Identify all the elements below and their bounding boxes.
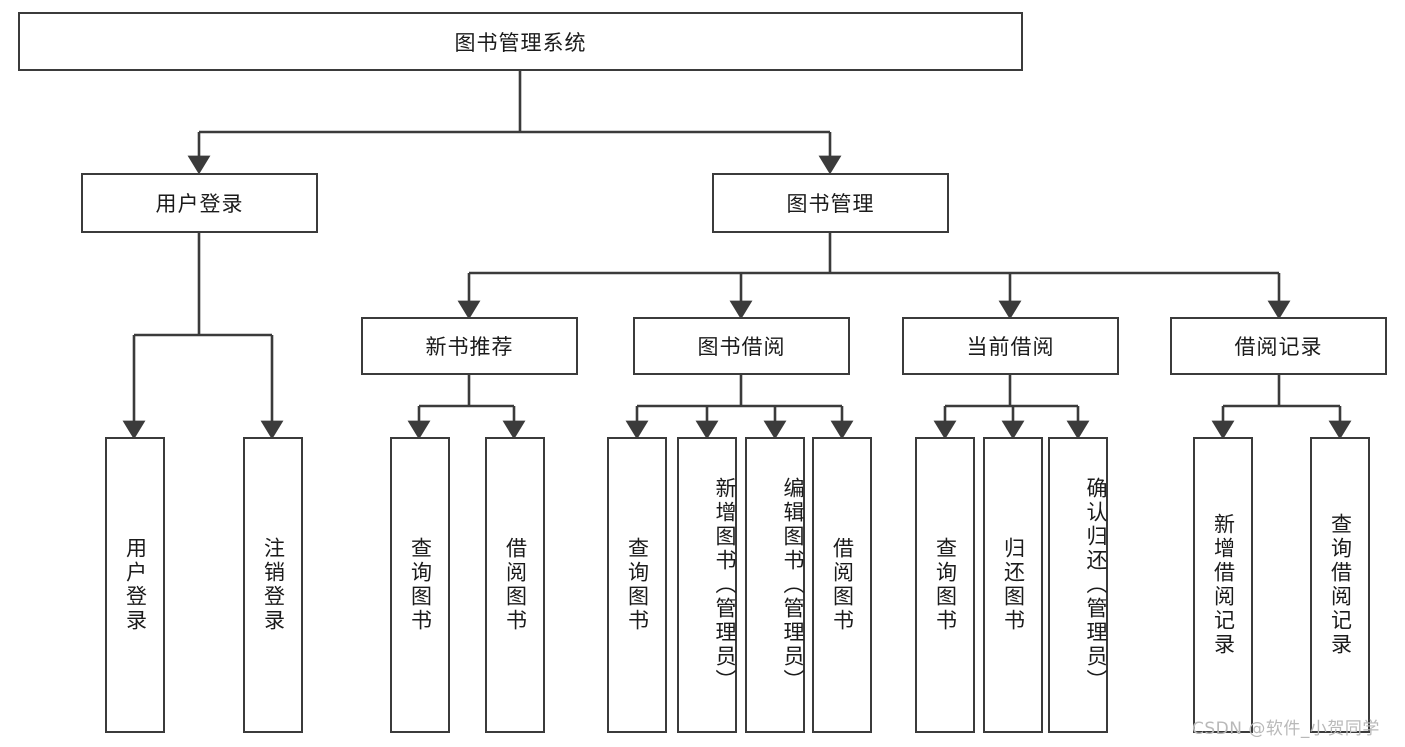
node-current-borrow[interactable]: 当前借阅 xyxy=(902,317,1119,375)
leaf-record-add-borrow-record[interactable]: 新增借阅记录 xyxy=(1193,437,1253,733)
leaf-current-return-book[interactable]: 归还图书 xyxy=(983,437,1043,733)
node-label: 查询借阅记录 xyxy=(1328,513,1353,657)
node-label: 注销登录 xyxy=(261,537,286,633)
node-book-borrow[interactable]: 图书借阅 xyxy=(633,317,850,375)
leaf-newbook-query-book[interactable]: 查询图书 xyxy=(390,437,450,733)
node-label: 借阅图书 xyxy=(503,537,528,633)
leaf-borrow-edit-book-admin[interactable]: 编辑图书（管理员） xyxy=(745,437,805,733)
node-new-book-recommend[interactable]: 新书推荐 xyxy=(361,317,578,375)
node-label: 查询图书 xyxy=(933,537,958,633)
node-label: 借阅记录 xyxy=(1234,335,1323,359)
leaf-record-query-borrow-record[interactable]: 查询借阅记录 xyxy=(1310,437,1370,733)
leaf-user-login[interactable]: 用户登录 xyxy=(105,437,165,733)
leaf-borrow-lend-book[interactable]: 借阅图书 xyxy=(812,437,872,733)
csdn-watermark: CSDN @软件_小贺同学 xyxy=(1192,719,1380,739)
node-label: 新书推荐 xyxy=(425,335,514,359)
node-label: 图书借阅 xyxy=(697,335,786,359)
node-label: 编辑图书（管理员） xyxy=(781,477,805,693)
leaf-user-logout[interactable]: 注销登录 xyxy=(243,437,303,733)
node-book-management[interactable]: 图书管理 xyxy=(712,173,949,233)
node-borrow-record[interactable]: 借阅记录 xyxy=(1170,317,1387,375)
leaf-current-query-book[interactable]: 查询图书 xyxy=(915,437,975,733)
node-label: 图书管理系统 xyxy=(454,30,587,55)
node-label: 查询图书 xyxy=(625,537,650,633)
node-label: 归还图书 xyxy=(1001,537,1026,633)
leaf-newbook-borrow-book[interactable]: 借阅图书 xyxy=(485,437,545,733)
node-label: 新增图书（管理员） xyxy=(713,477,737,693)
leaf-borrow-query-book[interactable]: 查询图书 xyxy=(607,437,667,733)
node-user-login[interactable]: 用户登录 xyxy=(81,173,318,233)
node-label: 用户登录 xyxy=(155,192,244,216)
node-label: 新增借阅记录 xyxy=(1211,513,1236,657)
node-label: 借阅图书 xyxy=(830,537,855,633)
node-root-book-management-system[interactable]: 图书管理系统 xyxy=(18,12,1023,71)
node-label: 查询图书 xyxy=(408,537,433,633)
node-label: 当前借阅 xyxy=(966,335,1055,359)
node-label: 用户登录 xyxy=(123,537,148,633)
node-label: 图书管理 xyxy=(786,192,875,216)
node-label: 确认归还（管理员） xyxy=(1084,477,1108,693)
leaf-borrow-add-book-admin[interactable]: 新增图书（管理员） xyxy=(677,437,737,733)
leaf-current-confirm-return-admin[interactable]: 确认归还（管理员） xyxy=(1048,437,1108,733)
